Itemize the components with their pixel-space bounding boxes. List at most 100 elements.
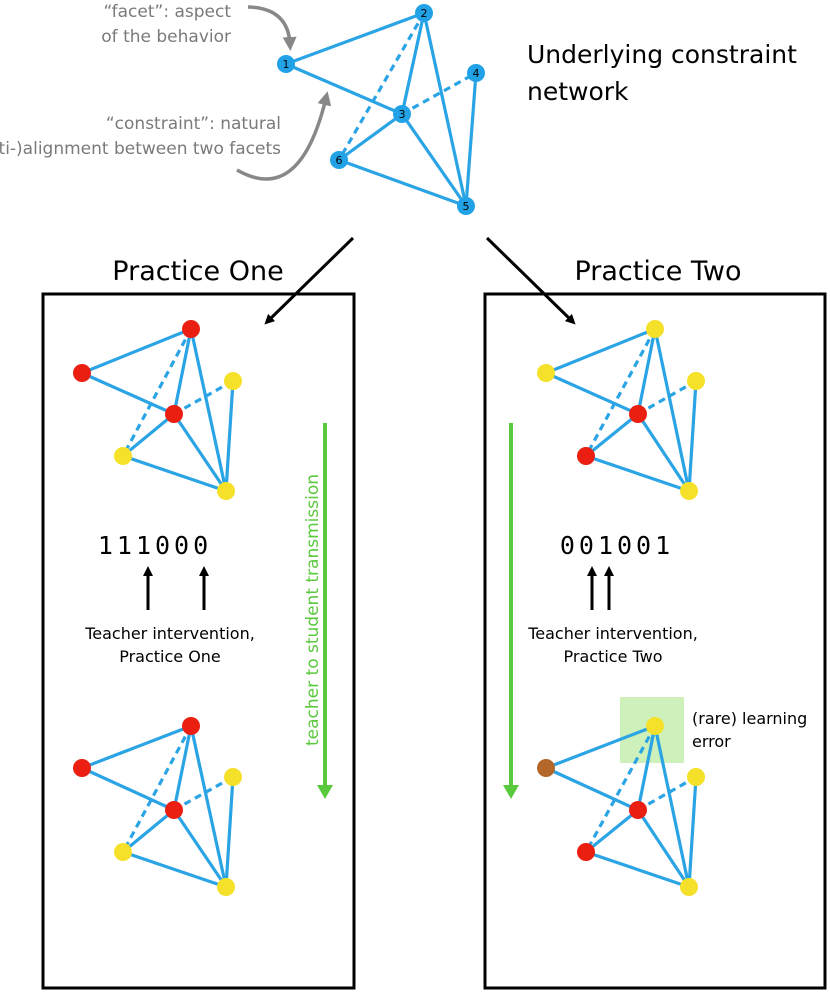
facet-node-label: 1 xyxy=(283,58,290,71)
facet-node-label: 5 xyxy=(463,200,470,213)
practice-one-caption-line2: Practice One xyxy=(119,647,221,666)
facet-node xyxy=(114,447,132,465)
practice-two-student-network xyxy=(537,717,705,896)
facet-node xyxy=(687,372,705,390)
facet-node xyxy=(646,717,664,735)
facet-node-label: 4 xyxy=(473,67,480,80)
alignment-edge xyxy=(81,327,192,375)
facet-node xyxy=(182,320,200,338)
facet-node xyxy=(114,843,132,861)
facet-annotation-line1: “facet”: aspect xyxy=(103,2,231,22)
alignment-edge xyxy=(338,158,467,208)
alignment-edge xyxy=(189,725,228,888)
facet-annotation-line2: of the behavior xyxy=(101,27,231,47)
facet-node xyxy=(577,843,595,861)
facet-node xyxy=(577,447,595,465)
constraint-annotation-line1: “constraint”: natural xyxy=(106,114,281,134)
alignment-edge xyxy=(545,766,639,812)
facet-node xyxy=(224,768,242,786)
facet-pointer-arrow xyxy=(247,5,297,51)
facet-node xyxy=(629,801,647,819)
alignment-edge xyxy=(121,808,176,854)
practice-two-caption-line1: Teacher intervention, xyxy=(527,624,698,643)
practice-one-student-network xyxy=(73,717,242,896)
anti-alignment-edge xyxy=(401,71,477,116)
facet-node xyxy=(73,364,91,382)
practice-two-title: Practice Two xyxy=(574,256,741,287)
transmission-label: teacher to student transmission xyxy=(303,474,323,746)
facet-node xyxy=(330,151,348,169)
facet-node xyxy=(217,482,235,500)
facet-node xyxy=(537,759,555,777)
facet-node xyxy=(224,372,242,390)
facet-node xyxy=(457,197,475,215)
practice-two-caption-line2: Practice Two xyxy=(564,647,663,666)
alignment-edge xyxy=(81,371,175,416)
alignment-edge xyxy=(545,724,656,770)
alignment-edge xyxy=(400,113,468,207)
facet-node xyxy=(182,717,200,735)
facet-node xyxy=(687,768,705,786)
alignment-edge xyxy=(285,62,403,116)
alignment-edge xyxy=(189,328,228,492)
alignment-edge xyxy=(172,809,228,888)
alignment-edge xyxy=(81,724,192,770)
alignment-edge xyxy=(224,776,235,888)
alignment-edge xyxy=(338,112,403,162)
alignment-edge xyxy=(636,413,691,492)
alignment-edge xyxy=(636,809,691,888)
constraint-pointer-arrow xyxy=(236,91,332,181)
alignment-edge xyxy=(172,725,193,811)
facet-node xyxy=(680,878,698,896)
facet-node xyxy=(415,4,433,22)
facet-node-label: 6 xyxy=(336,154,343,167)
underlying-network: 1 2 3 4 5 6 xyxy=(277,4,485,215)
facet-node-label: 3 xyxy=(399,108,406,121)
learning-error-label-line2: error xyxy=(692,732,731,751)
alignment-edge xyxy=(121,412,176,458)
anti-alignment-edge xyxy=(584,328,657,457)
facet-node xyxy=(217,878,235,896)
alignment-edge xyxy=(584,412,640,458)
alignment-edge xyxy=(585,850,690,889)
facet-node xyxy=(393,105,411,123)
facet-node xyxy=(646,320,664,338)
practice-one-code: 111000 xyxy=(98,531,212,560)
facet-node xyxy=(165,801,183,819)
facet-node xyxy=(467,64,485,82)
alignment-edge xyxy=(584,808,640,854)
arrow-to-practice-two xyxy=(485,236,576,325)
facet-node-label: 2 xyxy=(421,7,428,20)
practice-one-caption-line1: Teacher intervention, xyxy=(84,624,255,643)
constraint-annotation-line2: (anti-)alignment between two facets xyxy=(0,139,281,159)
alignment-edge xyxy=(545,327,656,375)
alignment-edge xyxy=(400,12,426,115)
facet-node xyxy=(629,405,647,423)
anti-alignment-edge xyxy=(121,328,193,457)
alignment-edge xyxy=(687,380,698,492)
learning-error-label-line1: (rare) learning xyxy=(692,709,807,728)
arrow-to-practice-one xyxy=(264,236,355,325)
alignment-edge xyxy=(585,454,690,493)
facet-node xyxy=(277,55,295,73)
practice-two-teacher-network xyxy=(537,320,705,500)
alignment-edge xyxy=(122,850,227,889)
anti-alignment-edge xyxy=(337,12,426,161)
anti-alignment-edge xyxy=(121,725,193,853)
network-title-line1: Underlying constraint xyxy=(527,40,797,69)
alignment-edge xyxy=(636,328,657,415)
practice-two-code: 001001 xyxy=(560,531,674,560)
practice-two-box xyxy=(483,292,827,990)
alignment-edge xyxy=(636,725,657,811)
alignment-edge xyxy=(172,413,228,492)
alignment-edge xyxy=(122,454,227,493)
alignment-edge xyxy=(224,380,235,492)
alignment-edge xyxy=(653,328,691,492)
facet-node xyxy=(165,405,183,423)
facet-node xyxy=(73,759,91,777)
alignment-edge xyxy=(653,725,691,888)
facet-node xyxy=(537,364,555,382)
practice-one-title: Practice One xyxy=(112,256,283,287)
alignment-edge xyxy=(687,776,698,888)
